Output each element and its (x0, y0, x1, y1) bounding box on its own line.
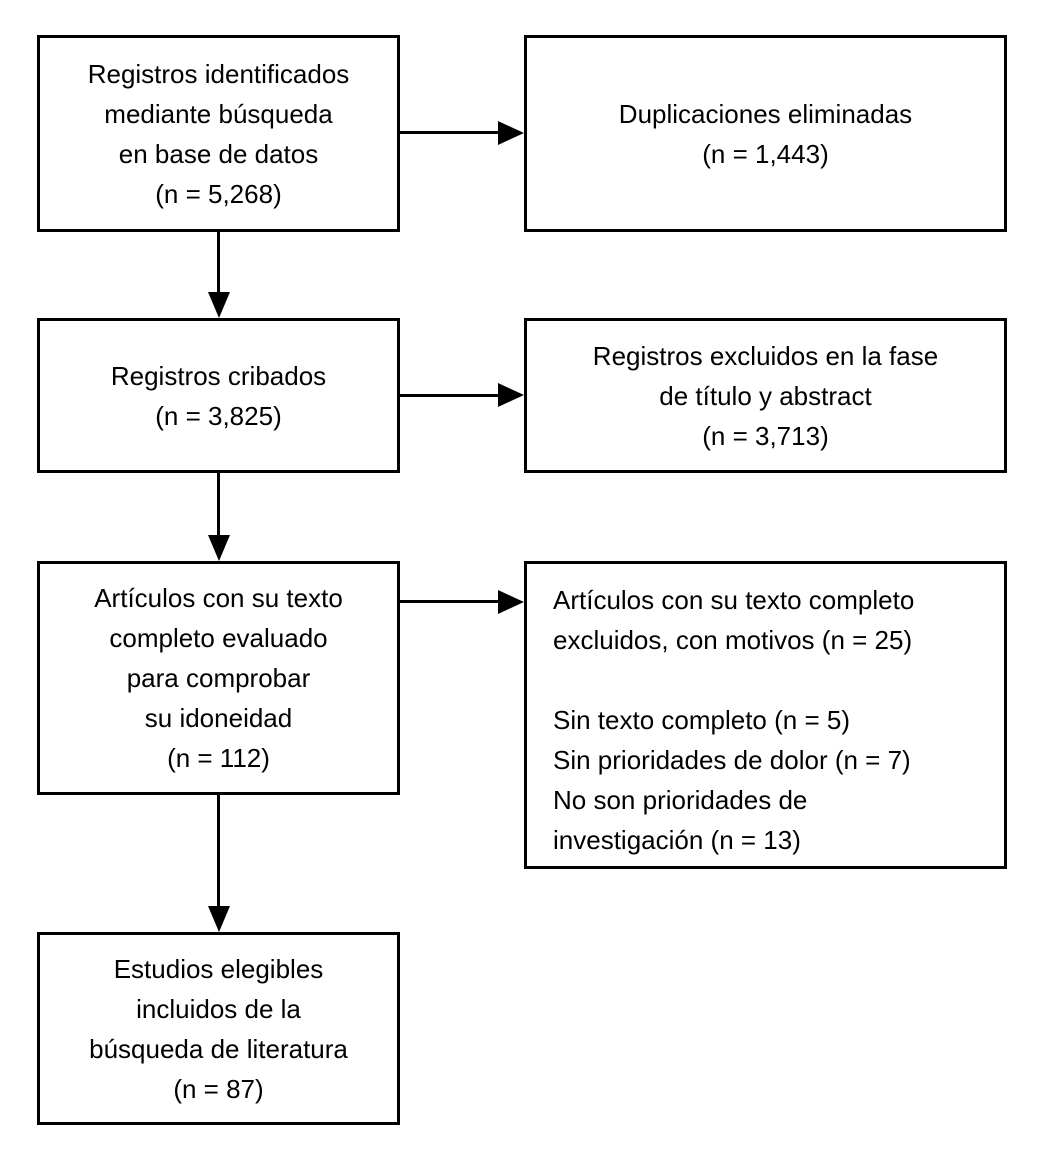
arrow-fulltext-to-excluded-head-icon (498, 590, 524, 614)
arrow-screened-to-excluded-line (400, 394, 502, 397)
box-fulltext-excluded: Artículos con su texto completo excluido… (524, 561, 1007, 869)
box-fulltext-assessed: Artículos con su texto completo evaluado… (37, 561, 400, 795)
arrow-identified-to-duplicates-line (400, 131, 502, 134)
box-records-screened-text: Registros cribados (n = 3,825) (110, 360, 327, 431)
arrow-identified-to-screened-line (217, 232, 220, 294)
arrow-fulltext-to-included-line (217, 795, 220, 908)
arrow-identified-to-duplicates-head-icon (498, 121, 524, 145)
arrow-screened-to-excluded-head-icon (498, 383, 524, 407)
arrow-screened-to-fulltext-head-icon (208, 535, 230, 561)
box-records-identified: Registros identificados mediante búsqued… (37, 35, 400, 232)
arrow-screened-to-fulltext-line (217, 473, 220, 537)
box-duplicates-removed: Duplicaciones eliminadas (n = 1,443) (524, 35, 1007, 232)
box-records-identified-text: Registros identificados mediante búsqued… (87, 58, 350, 209)
box-fulltext-excluded-text: Artículos con su texto completo excluido… (553, 585, 915, 855)
arrow-fulltext-to-included-head-icon (208, 906, 230, 932)
box-fulltext-assessed-text: Artículos con su texto completo evaluado… (94, 583, 343, 773)
box-records-screened: Registros cribados (n = 3,825) (37, 318, 400, 473)
box-studies-included-text: Estudios elegibles incluidos de la búsqu… (89, 953, 348, 1104)
box-studies-included: Estudios elegibles incluidos de la búsqu… (37, 932, 400, 1125)
box-excluded-title-abstract-text: Registros excluidos en la fase de título… (592, 340, 939, 451)
arrow-fulltext-to-excluded-line (400, 600, 502, 603)
box-excluded-title-abstract: Registros excluidos en la fase de título… (524, 318, 1007, 473)
arrow-identified-to-screened-head-icon (208, 292, 230, 318)
box-duplicates-removed-text: Duplicaciones eliminadas (n = 1,443) (618, 98, 913, 169)
